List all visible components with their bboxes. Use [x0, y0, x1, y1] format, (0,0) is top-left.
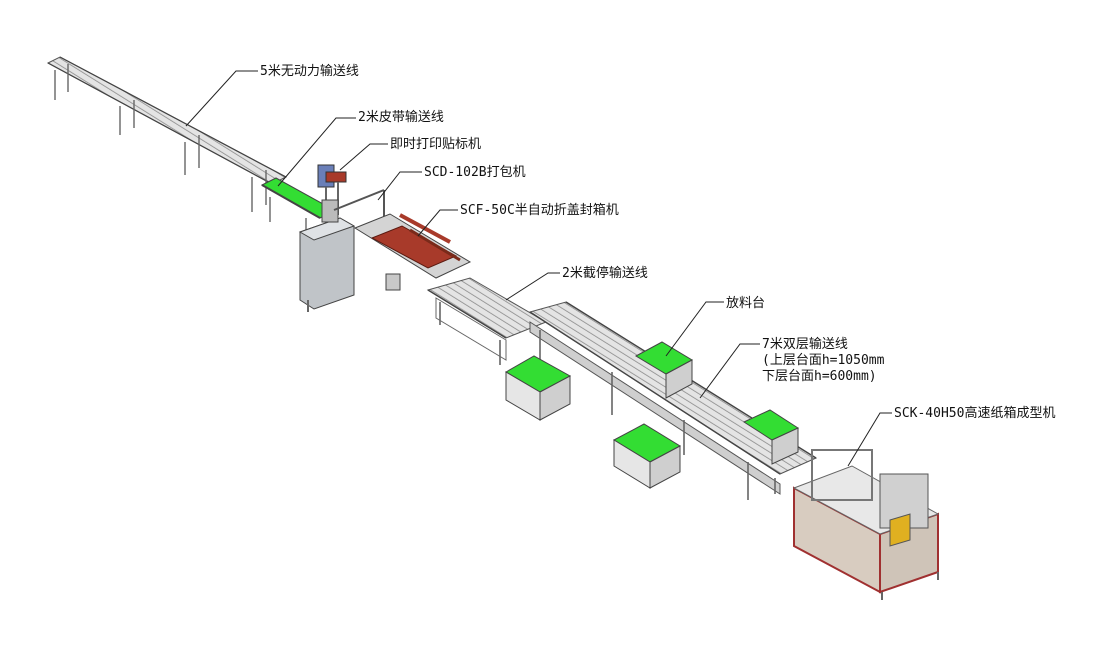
- stop-conveyor-2m: [426, 277, 548, 365]
- carton-erector: [792, 449, 940, 600]
- print-label-machine: [317, 164, 347, 215]
- leader-belt-2m: [277, 117, 356, 187]
- leader-strapper: [377, 171, 422, 201]
- leader-sealer: [417, 209, 458, 237]
- label-belt-conveyor-2m: 2米皮带输送线: [358, 110, 444, 125]
- leader-lines: [185, 70, 892, 467]
- leader-stop-2m: [505, 272, 560, 301]
- label-stop-conveyor-2m: 2米截停输送线: [562, 266, 648, 281]
- label-double-conveyor-line2: (上层台面h=1050mm: [762, 353, 885, 368]
- material-table-4: [742, 409, 800, 465]
- label-roller-conveyor-5m: 5米无动力输送线: [260, 64, 359, 79]
- leader-labeler: [339, 143, 388, 171]
- case-sealer: [353, 213, 472, 291]
- material-table-1: [505, 355, 572, 421]
- label-carton-erector: SCK-40H50高速纸箱成型机: [894, 406, 1056, 421]
- label-double-conveyor-line1: 7米双层输送线: [762, 337, 848, 352]
- leader-double-7m: [699, 343, 760, 399]
- strapping-machine: [298, 189, 385, 312]
- label-strapping-machine: SCD-102B打包机: [424, 165, 526, 180]
- leader-roller-5m: [185, 70, 258, 127]
- label-print-label-machine: 即时打印贴标机: [390, 137, 482, 152]
- leader-erector: [847, 412, 892, 467]
- material-table-3: [612, 423, 682, 489]
- leader-table: [665, 301, 724, 357]
- label-material-table: 放料台: [726, 296, 766, 311]
- label-case-sealer: SCF-50C半自动折盖封箱机: [460, 203, 619, 218]
- label-double-conveyor-line3: 下层台面h=600mm): [762, 369, 877, 384]
- roller-conveyor-5m: [46, 56, 288, 212]
- material-table-2: [634, 341, 694, 399]
